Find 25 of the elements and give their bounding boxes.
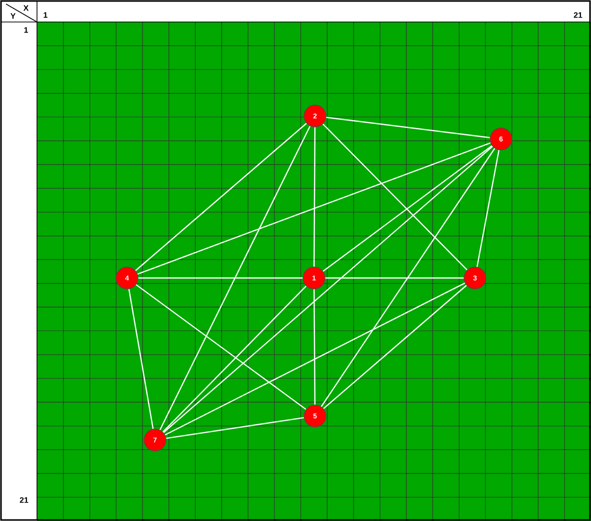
connector-line [138,277,303,279]
ruler-number: 21 [574,12,582,18]
connector-line [164,282,466,436]
axis-label: X [23,5,29,11]
connector-line [314,289,316,405]
connector-line [163,146,493,434]
connector-line [476,150,500,267]
connector-line [137,142,491,275]
ruler-number: 21 [20,497,28,503]
ruler-number: 1 [44,12,48,18]
connector-line [320,148,496,407]
connector-line [323,284,467,410]
connector-line [322,124,468,270]
connector-line [166,417,304,439]
connector-line [313,127,316,267]
connector-line [128,289,154,429]
connector-line [159,126,311,430]
connector-line [322,145,492,272]
connector-line [162,286,307,432]
connector-line [325,277,464,279]
axis-label: Y [10,13,16,19]
connector-line [135,122,307,272]
connector-line [136,284,306,410]
ruler-number: 1 [24,27,28,33]
connector-line [326,116,490,138]
